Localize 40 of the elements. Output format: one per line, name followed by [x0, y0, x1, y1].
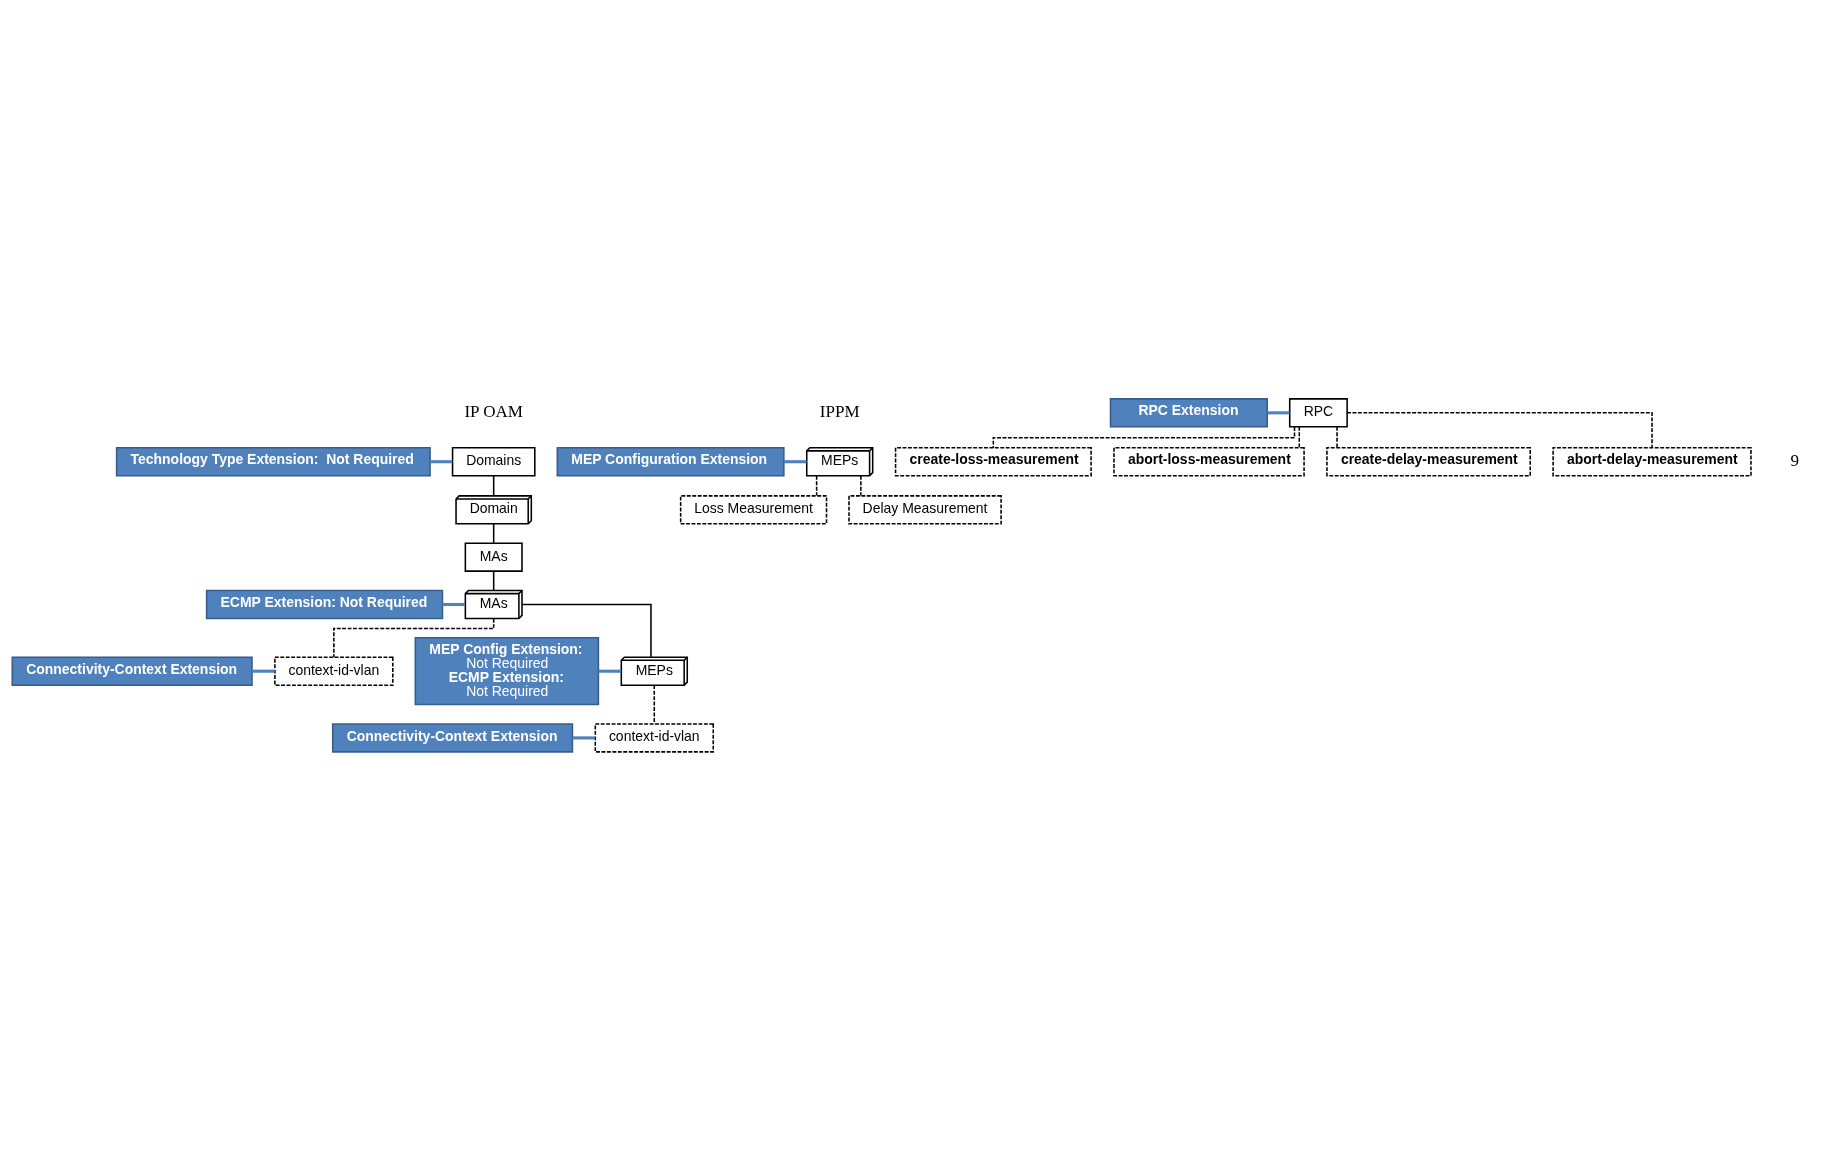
node-box: MAs: [464, 542, 523, 572]
label: 9: [1790, 451, 1800, 471]
node-box: abort-delay-measurement: [1552, 447, 1752, 477]
connector: [815, 475, 818, 497]
node-box: Delay Measurement: [848, 495, 1002, 525]
connector: [492, 523, 495, 544]
connector: [492, 475, 495, 497]
connector: [860, 475, 862, 497]
node-box: RPC Extension: [1109, 398, 1268, 428]
node-box: create-loss-measurement: [894, 447, 1092, 477]
connector: [430, 460, 453, 464]
connector: [252, 669, 275, 673]
label: IP OAM: [464, 402, 523, 422]
node-box: RPC: [1288, 398, 1348, 428]
connector: [1336, 426, 1338, 449]
connector: [992, 426, 1296, 449]
connector: [598, 669, 622, 673]
node-box: context-id-vlan: [274, 656, 394, 686]
connector: [783, 460, 807, 464]
node-box: ECMP Extension: Not Required: [205, 589, 444, 620]
node-box: Technology Type Extension: Not Required: [115, 447, 431, 477]
node-box: Domains: [451, 447, 536, 477]
node-box: abort-loss-measurement: [1113, 447, 1305, 477]
node-box: Connectivity-Context Extension: [11, 656, 253, 686]
node-box: context-id-vlan: [594, 723, 715, 753]
connector: [442, 602, 466, 607]
node-box: Connectivity-Context Extension: [331, 723, 574, 753]
node-box: MEP Configuration Extension: [556, 447, 785, 477]
connector: [333, 617, 495, 658]
connector: [653, 684, 656, 725]
node-box: create-delay-measurement: [1326, 447, 1531, 477]
connector: [492, 570, 495, 592]
node-box: Loss Measurement: [679, 495, 828, 525]
connector: [521, 603, 652, 658]
connector: [1267, 411, 1290, 415]
node-box: MEP Config Extension: Not Required ECMP Extension: Not Required: [414, 637, 600, 706]
label: IPPM: [819, 402, 860, 422]
connector: [1346, 412, 1653, 449]
connector: [1298, 426, 1301, 449]
connector: [572, 736, 596, 740]
